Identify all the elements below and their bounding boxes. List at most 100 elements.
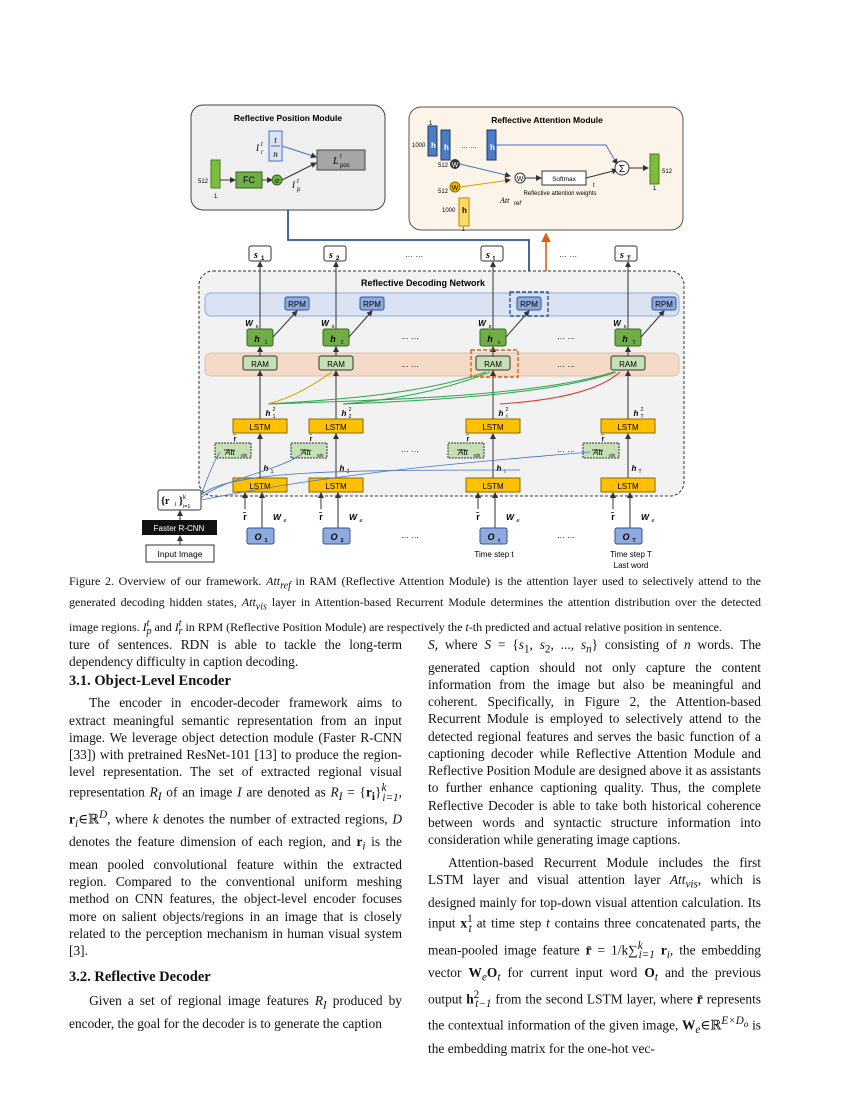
svg-text:512: 512 — [198, 179, 209, 185]
h2-output-box — [246, 328, 274, 347]
svg-text:h: h — [487, 334, 493, 344]
svg-text:512: 512 — [438, 163, 449, 169]
framework-figure: Reflective Position Module 512 1 FC σ t … — [142, 104, 685, 570]
svg-text:t: t — [498, 538, 500, 544]
svg-text:W: W — [506, 512, 515, 522]
svg-text:h: h — [264, 464, 269, 473]
svg-text:RAM: RAM — [619, 360, 637, 369]
svg-text:vis: vis — [609, 453, 616, 459]
svg-text:r: r — [261, 150, 264, 156]
svg-text:s: s — [489, 324, 492, 330]
svg-text:t: t — [504, 469, 506, 475]
svg-text:1000: 1000 — [442, 208, 456, 214]
svg-text:h: h — [330, 334, 336, 344]
svg-text:W: W — [478, 319, 487, 328]
svg-text:e: e — [359, 518, 362, 524]
svg-text:h: h — [490, 143, 495, 152]
svg-text:… …: … … — [557, 332, 575, 341]
svg-text:LSTM: LSTM — [617, 423, 639, 432]
svg-text:n: n — [273, 149, 278, 159]
rpm-block — [516, 296, 542, 311]
svg-text:r̄: r̄ — [242, 512, 247, 522]
svg-text:2: 2 — [349, 407, 352, 413]
section-heading-3-1: 3.1. Object-Level Encoder — [69, 673, 231, 690]
last-word-label: Last word — [614, 561, 649, 570]
svg-text:Att: Att — [300, 448, 312, 457]
svg-text:… …: … … — [405, 250, 423, 259]
svg-text:1000: 1000 — [412, 143, 426, 149]
svg-text:2: 2 — [347, 469, 350, 475]
svg-text:W: W — [321, 319, 330, 328]
svg-text:… …: … … — [557, 360, 575, 369]
svg-text:h: h — [340, 464, 345, 473]
svg-text:r̄: r̄ — [233, 434, 237, 443]
svg-text:1: 1 — [271, 469, 274, 475]
position-loss-box — [316, 149, 366, 171]
svg-text:r̄: r̄ — [466, 434, 470, 443]
rpm-panel-title: Reflective Position Module — [234, 113, 342, 123]
paragraph: The encoder in encoder-decoder framework… — [69, 695, 402, 958]
svg-text:t: t — [506, 414, 508, 420]
svg-text:RPM: RPM — [363, 300, 381, 309]
svg-text:σ: σ — [275, 178, 280, 185]
svg-text:… …: … … — [401, 445, 419, 454]
svg-text:h: h — [254, 334, 260, 344]
h2-output-box — [479, 328, 507, 347]
svg-text:vis: vis — [474, 453, 481, 459]
rpm-block — [359, 296, 385, 311]
svg-text:t: t — [340, 154, 342, 160]
input-word-box — [614, 527, 643, 545]
svg-text:s: s — [485, 250, 490, 261]
svg-text:RAM: RAM — [251, 360, 269, 369]
svg-text:W: W — [245, 319, 254, 328]
svg-text:r̄: r̄ — [610, 512, 615, 522]
faster-rcnn-box — [142, 520, 217, 535]
h2-output-box — [322, 328, 350, 347]
input-word-box — [479, 527, 508, 545]
svg-text:Input Image: Input Image — [158, 549, 203, 559]
svg-text:{r: {r — [161, 496, 170, 507]
svg-text:i: i — [175, 502, 176, 508]
svg-text:1: 1 — [264, 340, 267, 346]
svg-text:W: W — [273, 512, 282, 522]
time-step-t-label: Time step t — [474, 550, 514, 559]
svg-text:I: I — [255, 143, 260, 153]
svg-text:RAM: RAM — [484, 360, 502, 369]
svg-text:Reflective attention weights: Reflective attention weights — [523, 191, 596, 197]
svg-text:RPM: RPM — [655, 300, 673, 309]
svg-text:2: 2 — [349, 414, 352, 420]
svg-text:FC: FC — [243, 175, 255, 185]
svg-text:t: t — [498, 340, 500, 346]
svg-text:t: t — [261, 142, 263, 148]
paragraph: Attention-based Recurrent Module include… — [428, 855, 762, 1056]
svg-text:W: W — [517, 176, 524, 183]
svg-text:Att: Att — [224, 448, 236, 457]
svg-text:1: 1 — [462, 227, 465, 233]
svg-text:k: k — [183, 495, 187, 501]
svg-text:h: h — [342, 409, 347, 418]
svg-text:RPM: RPM — [288, 300, 306, 309]
svg-text:… …: … … — [461, 143, 477, 150]
svg-text:vis: vis — [317, 453, 324, 459]
svg-text:LSTM: LSTM — [617, 482, 639, 491]
svg-text:2: 2 — [273, 407, 276, 413]
svg-text:e: e — [516, 518, 519, 524]
svg-text:2: 2 — [336, 256, 340, 262]
rpm-block — [651, 296, 677, 311]
svg-text:h: h — [499, 409, 504, 418]
svg-text:… …: … … — [559, 250, 577, 259]
svg-text:1: 1 — [214, 194, 218, 200]
svg-text:r̄: r̄ — [318, 512, 323, 522]
h2-output-box — [614, 328, 642, 347]
svg-text:… …: … … — [401, 332, 419, 341]
svg-text:1: 1 — [261, 256, 265, 262]
svg-text:O: O — [254, 532, 261, 542]
svg-text:O: O — [487, 532, 494, 542]
output-words: s 1 s 2 … … s t … … s T — [248, 245, 638, 262]
input-word-box — [322, 527, 351, 545]
svg-text:LSTM: LSTM — [325, 423, 347, 432]
svg-text:2: 2 — [340, 340, 343, 346]
right-column: S, where S = {s1, s2, ..., sn} consistin… — [428, 636, 761, 1057]
svg-text:r̄: r̄ — [309, 434, 313, 443]
svg-text:LSTM: LSTM — [482, 482, 504, 491]
